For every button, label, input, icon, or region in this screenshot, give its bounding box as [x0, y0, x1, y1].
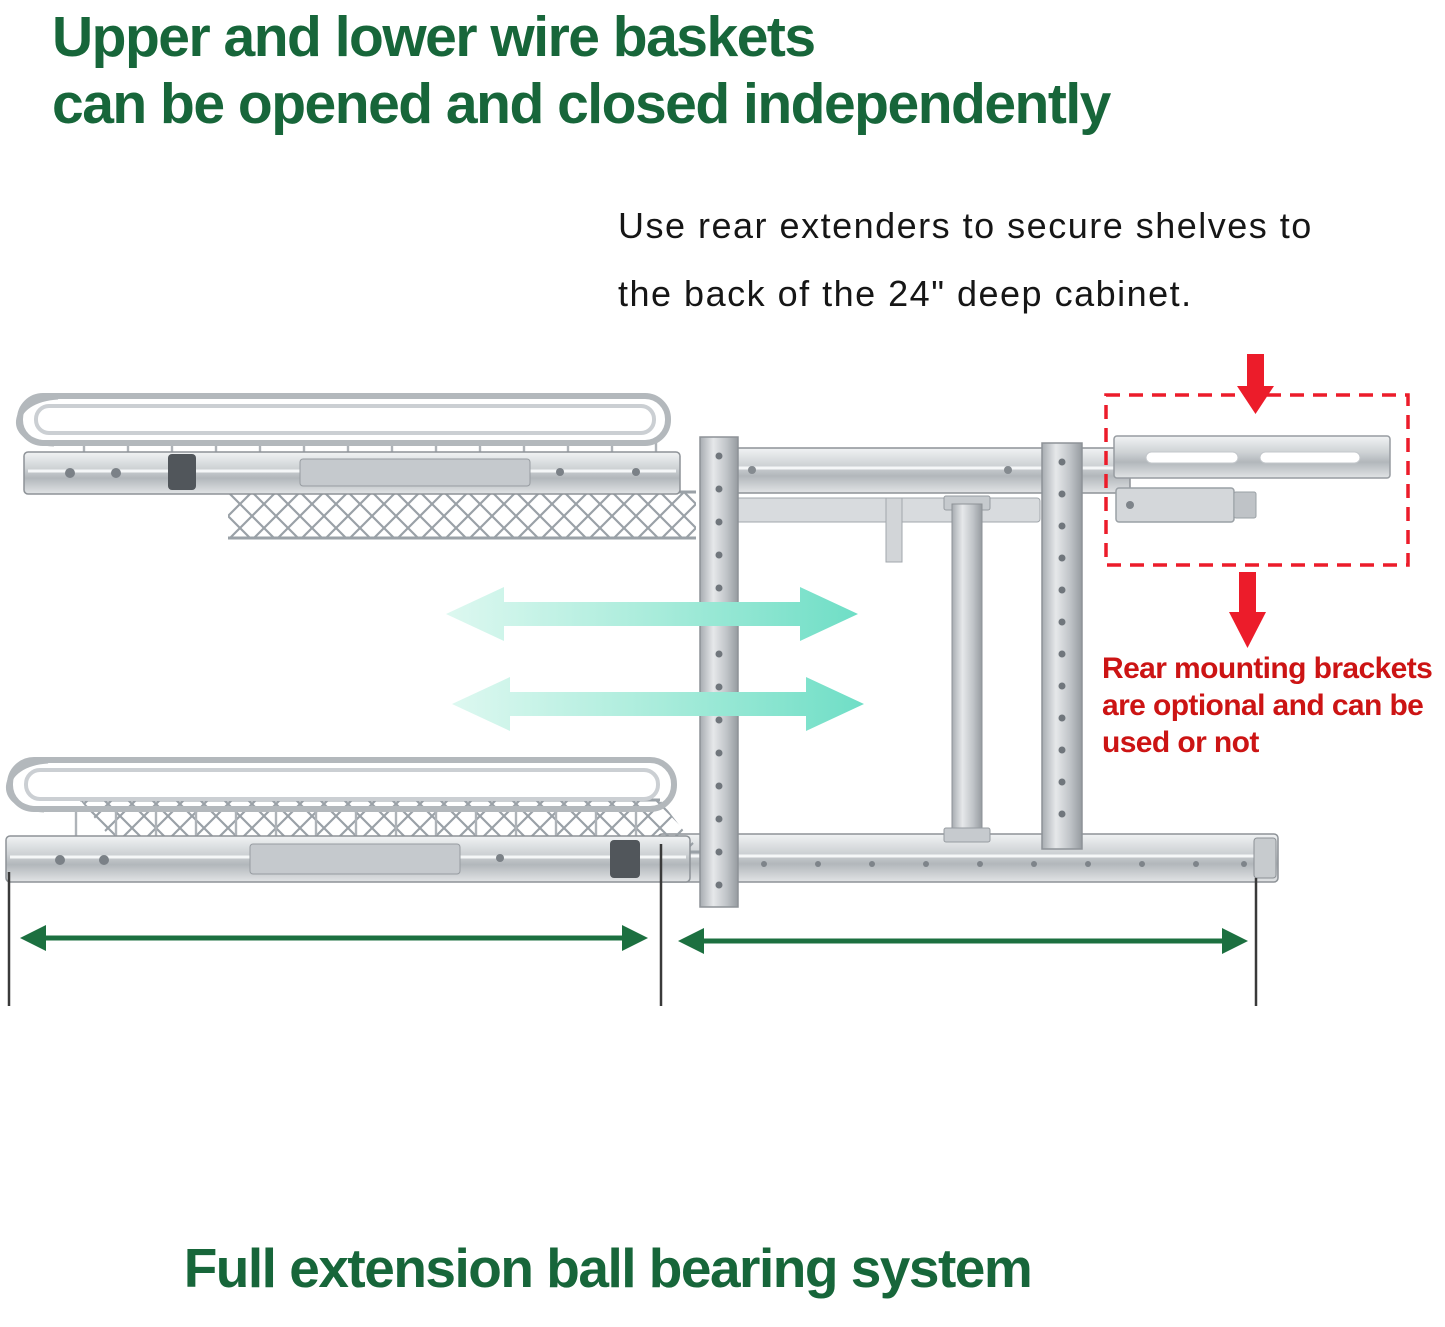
upper-basket	[16, 393, 696, 540]
rear-extender-bracket	[1113, 435, 1391, 523]
rear-bracket-callout-line-2: are optional and can be	[1102, 689, 1424, 722]
slide-arrow-upper-icon	[446, 587, 858, 641]
slide-arrow-lower-icon	[452, 677, 864, 731]
rear-bracket-callout: Rear mounting brackets are optional and …	[1102, 650, 1433, 761]
slide-direction-arrows	[446, 587, 864, 731]
rear-post-holes	[1058, 458, 1066, 818]
footer-caption: Full extension ball bearing system	[183, 1237, 1033, 1299]
rear-bracket-callout-line-3: used or not	[1102, 726, 1259, 759]
red-arrow-top-icon	[1237, 354, 1274, 414]
main-heading-line-2: can be opened and closed independently	[52, 72, 1111, 137]
rear-extender-note: Use rear extenders to secure shelves to …	[618, 192, 1313, 328]
lower-slide-track	[657, 833, 1279, 883]
upper-rail-screws	[65, 468, 640, 478]
rear-extender-note-line-2: the back of the 24" deep cabinet.	[618, 273, 1193, 314]
rear-bracket-highlight-box	[1104, 393, 1410, 567]
frame	[729, 442, 1131, 850]
track-bolts	[707, 861, 1247, 867]
front-frame-post	[699, 436, 739, 908]
lower-basket	[5, 757, 700, 883]
measurement-annotations	[7, 844, 1258, 1006]
lower-basket-wires	[74, 808, 638, 839]
main-heading-line-1: Upper and lower wire baskets	[52, 5, 816, 69]
rear-extender-note-line-1: Use rear extenders to secure shelves to	[618, 205, 1313, 246]
rear-bracket-callout-line-1: Rear mounting brackets	[1102, 652, 1433, 685]
main-heading: Upper and lower wire baskets can be open…	[52, 4, 1111, 139]
measure-arrow-right-icon	[678, 928, 1248, 954]
red-arrow-bottom-icon	[1229, 572, 1266, 648]
lower-rail-screws	[55, 854, 504, 865]
rear-frame-post	[1041, 442, 1083, 850]
measure-arrow-left-icon	[20, 925, 648, 951]
